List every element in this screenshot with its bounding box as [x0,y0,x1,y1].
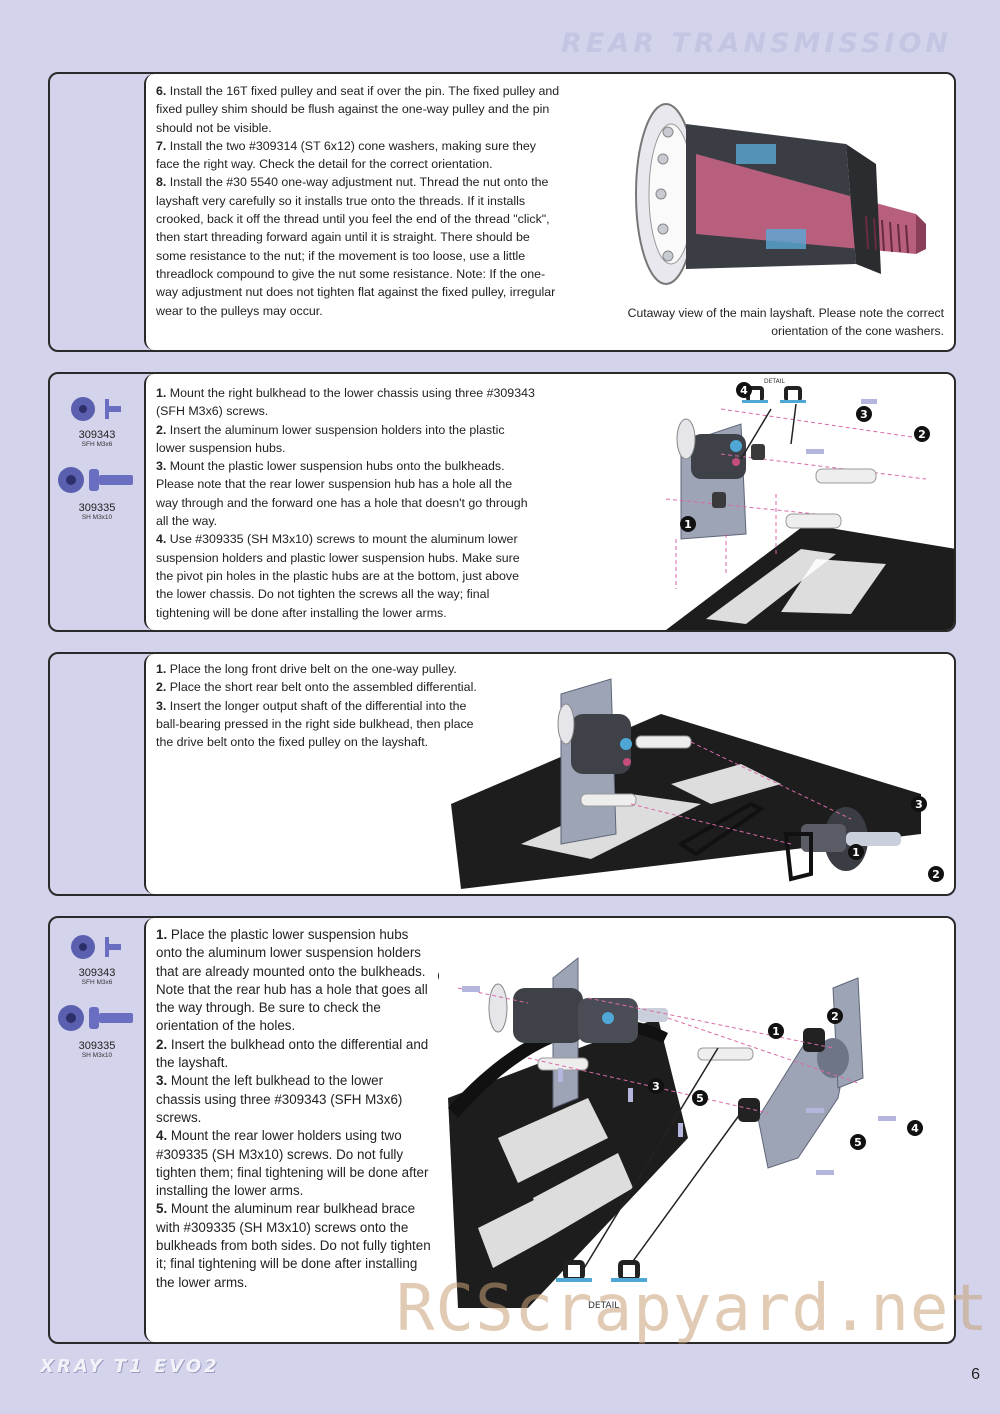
detail-label: DETAIL [764,378,785,385]
step-item: 3. Mount the left bulkhead to the lower … [156,1073,403,1125]
step-item: 7. Install the two #309314 (ST 6x12) con… [156,138,536,172]
part-number: 309343 [78,429,116,441]
callout-5: 5 [438,972,439,980]
step-item: 2. Insert the bulkhead onto the differen… [156,1036,429,1071]
step-item: 2. Insert the aluminum lower suspension … [156,422,505,455]
countersunk-screw-icon [71,935,121,959]
parts-list: 309343 SFH M3x6 309335 SH M3x10 [50,394,144,536]
part-description: SFH M3x6 [81,979,113,986]
step-list: 1. Mount the right bulkhead to the lower… [156,384,536,622]
socket-head-screw-icon [58,1005,133,1031]
svg-text:5: 5 [854,1136,862,1149]
step-item: 1. Mount the right bulkhead to the lower… [156,386,535,419]
detail-label: DETAIL [588,1301,619,1311]
callout-1: 1 [848,844,864,860]
step-item: 1. Place the long front drive belt on th… [156,662,457,676]
part-description: SH M3x10 [81,1052,113,1059]
panel-content: 1. Mount the right bulkhead to the lower… [144,374,954,630]
part-item: 309343 SFH M3x6 [50,394,144,449]
brand-logo: XRAY T1 EVO2 [40,1356,220,1377]
step-item: 3. Insert the longer output shaft of the… [156,698,474,750]
step-item: 6. Install the 16T fixed pulley and seat… [156,84,560,135]
part-description: SH M3x10 [81,514,113,521]
svg-text:1: 1 [852,846,860,859]
part-item: 309343 SFH M3x6 [50,932,144,987]
left-bulkhead-assembly-illustration: DETAIL 1 2 3 4 5 5 5 [438,956,923,1311]
instruction-panel-1: 6. Install the 16T fixed pulley and seat… [48,72,956,352]
instruction-panel-2: 309343 SFH M3x6 309335 SH M3x10 1. Mount… [48,372,956,632]
step-item: 8. Install the #30 5540 one-way adjustme… [156,175,556,318]
callout-2: 2 [827,1008,843,1024]
callout-4: 4 [736,382,752,398]
callout-4: 4 [907,1120,923,1136]
page-number: 6 [971,1366,980,1383]
callout-5b: 5 [850,1134,866,1150]
parts-list: 309343 SFH M3x6 309335 SH M3x10 [50,932,144,1074]
step-item: 5. Mount the aluminum rear bulkhead brac… [156,1201,431,1290]
step-list: 1. Place the plastic lower suspension hu… [156,926,431,1292]
step-item: 4. Use #309335 (SH M3x10) screws to moun… [156,532,520,620]
callout-3: 3 [911,796,927,812]
svg-text:1: 1 [684,518,692,531]
step-item: 1. Place the plastic lower suspension hu… [156,927,428,1034]
svg-text:2: 2 [831,1010,839,1023]
callout-1: 1 [768,1023,784,1039]
callout-2: 2 [928,866,944,882]
svg-text:5: 5 [696,1092,704,1105]
page-title: REAR TRANSMISSION [561,28,952,59]
part-number: 309335 [78,1040,116,1052]
bulkhead-assembly-illustration: DETAIL 1 2 3 4 [665,378,954,630]
step-item: 3. Mount the plastic lower suspension hu… [156,459,528,529]
countersunk-screw-icon [71,397,121,421]
part-number: 309335 [78,502,116,514]
watermark: RCScrapyard.net [396,1272,989,1346]
svg-text:3: 3 [915,798,923,811]
part-description: SFH M3x6 [81,441,113,448]
svg-text:4: 4 [911,1122,919,1135]
callout-5c: 5 [692,1090,708,1106]
figure-caption: Cutaway view of the main layshaft. Pleas… [627,306,944,338]
svg-text:2: 2 [932,868,940,881]
step-item: 4. Mount the rear lower holders using tw… [156,1128,429,1199]
layshaft-cutaway-illustration [635,103,926,285]
callout-1: 1 [680,516,696,532]
step-item: 2. Place the short rear belt onto the as… [156,680,477,695]
socket-head-screw-icon [58,467,133,493]
step-list: 6. Install the 16T fixed pulley and seat… [156,82,561,320]
panel-content: 1. Place the plastic lower suspension hu… [144,918,954,1342]
svg-text:4: 4 [740,384,748,397]
part-item: 309335 SH M3x10 [50,463,144,522]
step-list: 1. Place the long front drive belt on th… [156,660,486,751]
callout-3: 3 [648,1078,664,1094]
svg-text:2: 2 [918,428,926,441]
drive-belt-illustration: 1 2 3 [451,678,944,889]
svg-text:3: 3 [652,1080,660,1093]
svg-text:1: 1 [772,1025,780,1038]
panel-content: 6. Install the 16T fixed pulley and seat… [144,74,954,350]
instruction-panel-3: 1. Place the long front drive belt on th… [48,652,956,896]
instruction-panel-4: 309343 SFH M3x6 309335 SH M3x10 1. Place… [48,916,956,1344]
part-number: 309343 [78,967,116,979]
callout-3: 3 [856,406,872,422]
part-item: 309335 SH M3x10 [50,1001,144,1060]
panel-content: 1. Place the long front drive belt on th… [144,654,954,894]
callout-2: 2 [914,426,930,442]
svg-text:3: 3 [860,408,868,421]
